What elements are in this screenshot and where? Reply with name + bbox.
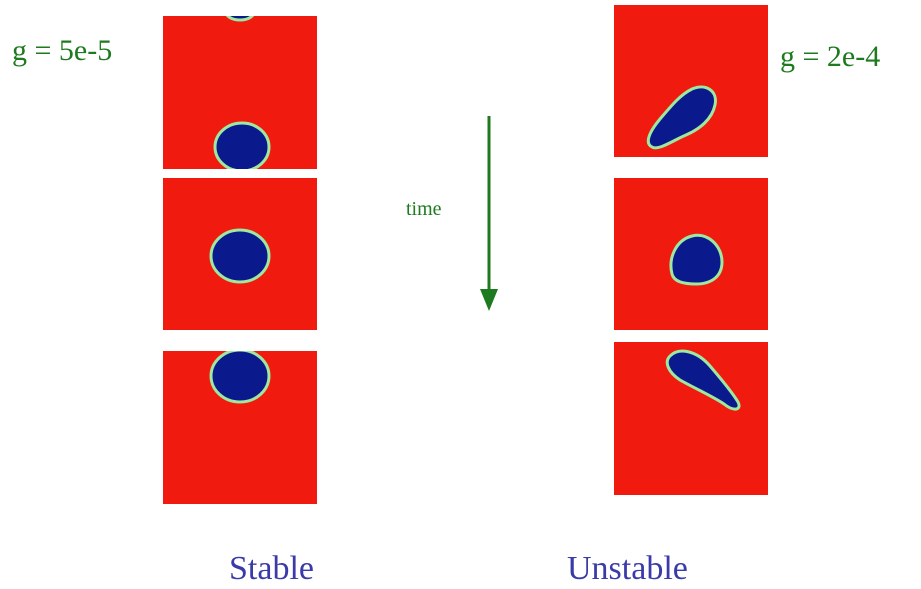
unstable-frame-3-bubble: [665, 349, 741, 411]
unstable-frame-2-bubble: [669, 233, 724, 286]
time-label: time: [406, 198, 442, 220]
left-gravity-label: g = 5e-5: [12, 34, 113, 67]
unstable-frame-3: [614, 342, 768, 495]
unstable-frame-2: [614, 178, 768, 330]
time-arrow: [480, 116, 498, 311]
stable-frame-3: [163, 351, 317, 504]
unstable-frame-1: [614, 5, 768, 157]
stable-frame-1-bubble: [213, 16, 271, 169]
stable-frame-2: [163, 178, 317, 330]
unstable-caption: Unstable: [567, 550, 688, 587]
stable-caption: Stable: [229, 550, 314, 587]
unstable-frame-1-bubble: [646, 85, 717, 150]
stable-frame-2-bubble: [209, 228, 271, 284]
stable-frame-1: [163, 16, 317, 169]
right-gravity-label: g = 2e-4: [780, 40, 881, 73]
stable-frame-3-bubble: [209, 351, 271, 404]
